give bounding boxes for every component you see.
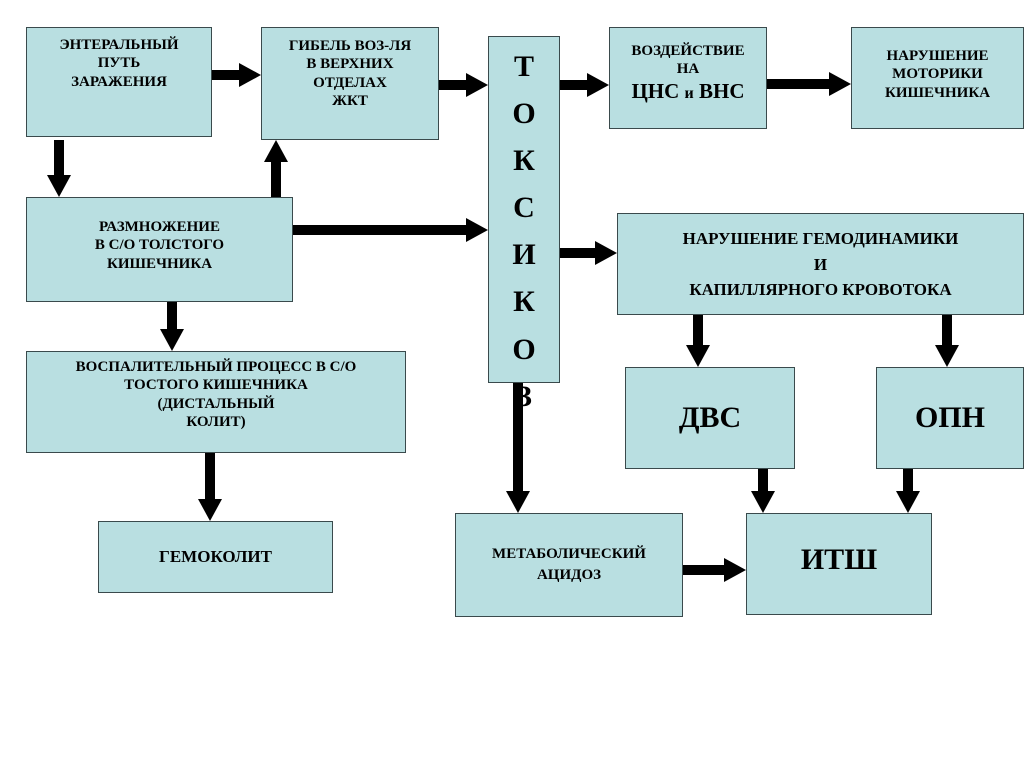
box-text: ЭНТЕРАЛЬНЫЙ <box>59 37 179 53</box>
box-text: ЖКТ <box>332 92 368 109</box>
arrow <box>896 469 920 513</box>
box-text: ГЕМОКОЛИТ <box>159 546 272 566</box>
box-enteral-route: ЭНТЕРАЛЬНЫЙ ПУТЬ ЗАРАЖЕНИЯ <box>26 27 212 137</box>
box-text: ОТДЕЛАХ <box>313 74 387 91</box>
box-letter: О <box>512 97 536 131</box>
arrow <box>560 241 617 265</box>
box-text: В ВЕРХНИХ <box>306 56 394 73</box>
box-letter: И <box>512 238 536 272</box>
arrow <box>212 63 261 87</box>
box-cns-effect: ВОЗДЕЙСТВИЕ НА ЦНС и ВНС <box>609 27 767 129</box>
box-text: МЕТАБОЛИЧЕСКИЙ <box>492 546 646 562</box>
arrow <box>506 383 530 513</box>
arrow <box>560 73 609 97</box>
box-shock: ИТШ <box>746 513 932 615</box>
box-text: ОПН <box>914 400 985 434</box>
box-text: КАПИЛЛЯРНОГО КРОВОТОКА <box>689 280 952 299</box>
box-text: РАЗМНОЖЕНИЕ <box>99 219 220 235</box>
box-text: ДВС <box>678 400 742 434</box>
box-text: ЗАРАЖЕНИЯ <box>71 73 167 90</box>
arrow <box>439 73 488 97</box>
box-text: ПУТЬ <box>97 55 141 72</box>
box-hemodynamics: НАРУШЕНИЕ ГЕМОДИНАМИКИ И КАПИЛЛЯРНОГО КР… <box>617 213 1024 315</box>
box-text: НА <box>676 61 700 78</box>
box-dic: ДВС <box>625 367 795 469</box>
box-text: НАРУШЕНИЕ <box>886 48 989 64</box>
box-text: И <box>813 254 828 274</box>
box-letter: З <box>516 379 532 413</box>
arrow <box>935 315 959 367</box>
arrow <box>198 453 222 521</box>
box-text: ВОСПАЛИТЕЛЬНЫЙ ПРОЦЕСС В С/О <box>75 359 357 375</box>
box-text: ТОСТОГО КИШЕЧНИКА <box>124 377 308 394</box>
box-text: ЦНС и ВНС <box>631 79 744 105</box>
box-letter: С <box>513 191 535 225</box>
box-text: КОЛИТ) <box>186 413 246 430</box>
box-text: В С/О ТОЛСТОГО <box>94 237 225 254</box>
box-letter: О <box>512 332 536 366</box>
box-death-upper-gi: ГИБЕЛЬ ВОЗ-ЛЯ В ВЕРХНИХ ОТДЕЛАХ ЖКТ <box>261 27 439 140</box>
arrow <box>686 315 710 367</box>
box-text: ВОЗДЕЙСТВИЕ <box>631 43 745 59</box>
box-text: НАРУШЕНИЕ ГЕМОДИНАМИКИ <box>682 229 959 248</box>
box-text: КИШЕЧНИКА <box>884 84 991 101</box>
box-letter: К <box>513 144 535 178</box>
box-reproduction: РАЗМНОЖЕНИЕ В С/О ТОЛСТОГО КИШЕЧНИКА <box>26 197 293 302</box>
arrow <box>47 140 71 197</box>
box-text-part: ВНС <box>699 78 745 103</box>
box-letter: К <box>513 285 535 319</box>
box-text: АЦИДОЗ <box>536 567 602 583</box>
box-inflammation: ВОСПАЛИТЕЛЬНЫЙ ПРОЦЕСС В С/О ТОСТОГО КИШ… <box>26 351 406 453</box>
box-letter: Т <box>513 50 534 83</box>
arrow <box>264 140 288 197</box>
box-text: КИШЕЧНИКА <box>106 255 213 272</box>
box-hemocolitis: ГЕМОКОЛИТ <box>98 521 333 593</box>
arrow <box>683 558 746 582</box>
arrow <box>767 72 851 96</box>
box-text-part: и <box>684 84 694 102</box>
arrow <box>751 469 775 513</box>
box-text: (ДИСТАЛЬНЫЙ <box>157 395 275 412</box>
box-text: ГИБЕЛЬ ВОЗ-ЛЯ <box>288 38 412 54</box>
box-text-part: ЦНС <box>631 78 680 103</box>
arrow <box>293 218 488 242</box>
box-motility-disorder: НАРУШЕНИЕ МОТОРИКИ КИШЕЧНИКА <box>851 27 1024 129</box>
box-arf: ОПН <box>876 367 1024 469</box>
arrow <box>160 302 184 351</box>
box-text: ИТШ <box>800 542 878 576</box>
box-toxicosis: Т О К С И К О З <box>488 36 560 413</box>
box-text: МОТОРИКИ <box>892 66 983 83</box>
box-metabolic-acidosis: МЕТАБОЛИЧЕСКИЙ АЦИДОЗ <box>455 513 683 617</box>
